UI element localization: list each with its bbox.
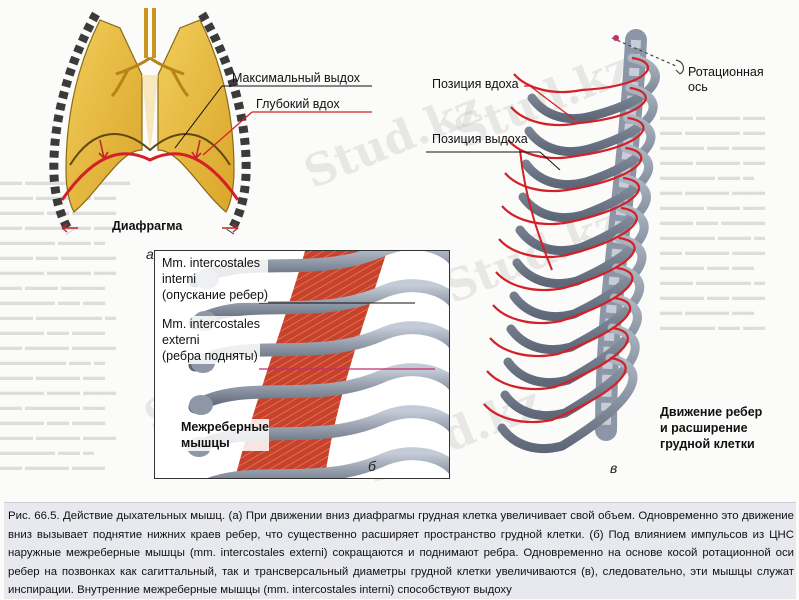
background-bleed-text: ▬▬ ▬▬▬▬ ▬▬ ▬▬▬▬▬▬ ▬▬▬▬▬ ▬▬▬▬▬▬ ▬▬ ▬▬▬▬▬▬… xyxy=(0,176,131,473)
rib xyxy=(497,353,638,454)
label-rotation-axis-line1: Ротационная xyxy=(688,65,764,79)
arrow-left-icon xyxy=(61,223,78,233)
panel-a-lungs-diagram xyxy=(49,8,372,235)
label-intercostal-muscles: Межреберные мышцы xyxy=(181,419,269,451)
ribs-exhale xyxy=(497,53,660,454)
label-rotation-axis: Ротационная ось xyxy=(688,65,764,95)
rib-inhale-outline xyxy=(501,176,641,226)
label-externi-line3: (ребра подняты) xyxy=(162,349,258,363)
rib xyxy=(506,263,645,355)
leader-line-inhale-position xyxy=(529,85,576,121)
label-inhale-position: Позиция вдоха xyxy=(432,77,519,91)
label-diaphragm: Диафрагма xyxy=(112,219,183,233)
label-externi-line1: Mm. intercostales xyxy=(162,317,260,331)
rib-inhale-outline xyxy=(492,266,634,325)
label-max-exhale: Максимальный выдох xyxy=(232,71,361,85)
label-externi-line2: externi xyxy=(162,333,200,347)
sternum-inhale xyxy=(519,149,553,271)
rib-inhale-outline xyxy=(498,206,638,259)
arrow-right-icon xyxy=(222,223,239,233)
rib xyxy=(521,113,656,190)
panel-c-ribcage-diagram xyxy=(426,29,685,454)
leader-line-inhale xyxy=(202,111,253,156)
label-muscles-line1: Межреберные xyxy=(181,420,269,434)
rib xyxy=(500,323,640,421)
label-movement-line3: грудной клетки xyxy=(660,437,755,451)
rib xyxy=(518,143,654,223)
arrow-down-icon xyxy=(191,139,202,159)
rib-inhale-outline xyxy=(486,326,629,391)
background-bleed-text-right: ▬▬▬ ▬▬▬▬ ▬▬▬▬ ▬▬▬▬▬ ▬▬▬▬▬▬ ▬▬ ▬▬▬▬▬▬ ▬▬▬… xyxy=(660,111,766,333)
rib xyxy=(509,233,647,322)
label-interni-line2: interni xyxy=(162,272,197,286)
rib-inhale-outline xyxy=(495,236,636,292)
label-exhale-position: Позиция выдоха xyxy=(432,132,528,146)
label-rotation-axis-line2: ось xyxy=(688,80,708,94)
respiratory-figure xyxy=(49,8,685,454)
diaphragm-inhale-line xyxy=(60,152,240,201)
figure-caption-box: Рис. 66.5. Действие дыхательных мышц. (а… xyxy=(4,502,796,599)
inset-vertebra xyxy=(189,395,213,415)
rib-inhale-outline xyxy=(483,356,627,424)
axis-point xyxy=(613,35,619,41)
label-interni-line3: (опускание ребер) xyxy=(162,288,269,302)
rib xyxy=(503,293,642,388)
rib-inhale-outline xyxy=(504,146,643,193)
rotation-arrow-icon xyxy=(675,59,685,75)
rib xyxy=(527,53,660,124)
inset-rib xyxy=(188,363,449,414)
label-externi: Mm. intercostales externi (ребра подняты… xyxy=(162,316,260,364)
panel-letter-a: а xyxy=(146,246,154,262)
chest-wall-left xyxy=(49,11,100,235)
figure-caption: Рис. 66.5. Действие дыхательных мышц. (а… xyxy=(8,510,794,597)
arrow-down-icon xyxy=(98,139,109,159)
rib xyxy=(524,83,658,157)
label-muscles-line2: мышцы xyxy=(181,436,230,450)
diaphragm-exhale-line xyxy=(69,133,231,166)
trachea xyxy=(144,8,156,58)
inset-rib xyxy=(207,447,449,478)
label-interni: Mm. intercostales interni (опускание реб… xyxy=(162,255,269,303)
panel-letter-c: в xyxy=(610,460,618,476)
chest-wall-right xyxy=(198,11,251,235)
label-ribcage-movement: Движение ребер и расширение грудной клет… xyxy=(660,404,762,452)
label-interni-line1: Mm. intercostales xyxy=(162,256,260,270)
label-deep-inhale: Глубокий вдох xyxy=(256,97,340,111)
label-movement-line2: и расширение xyxy=(660,421,748,435)
bronchi xyxy=(110,56,190,98)
rib xyxy=(515,173,651,256)
panel-letter-b: б xyxy=(368,458,376,474)
rib-inhale-outline xyxy=(489,296,632,358)
inset-rib xyxy=(188,279,449,330)
rib xyxy=(512,203,649,289)
ribs-inhale-outline xyxy=(483,56,650,424)
rib-inhale-outline xyxy=(510,86,647,127)
label-movement-line1: Движение ребер xyxy=(660,405,763,419)
rib-inhale-outline xyxy=(513,56,650,94)
leader-line-exhale-position xyxy=(539,151,561,171)
leader-line-exhale xyxy=(174,85,223,149)
